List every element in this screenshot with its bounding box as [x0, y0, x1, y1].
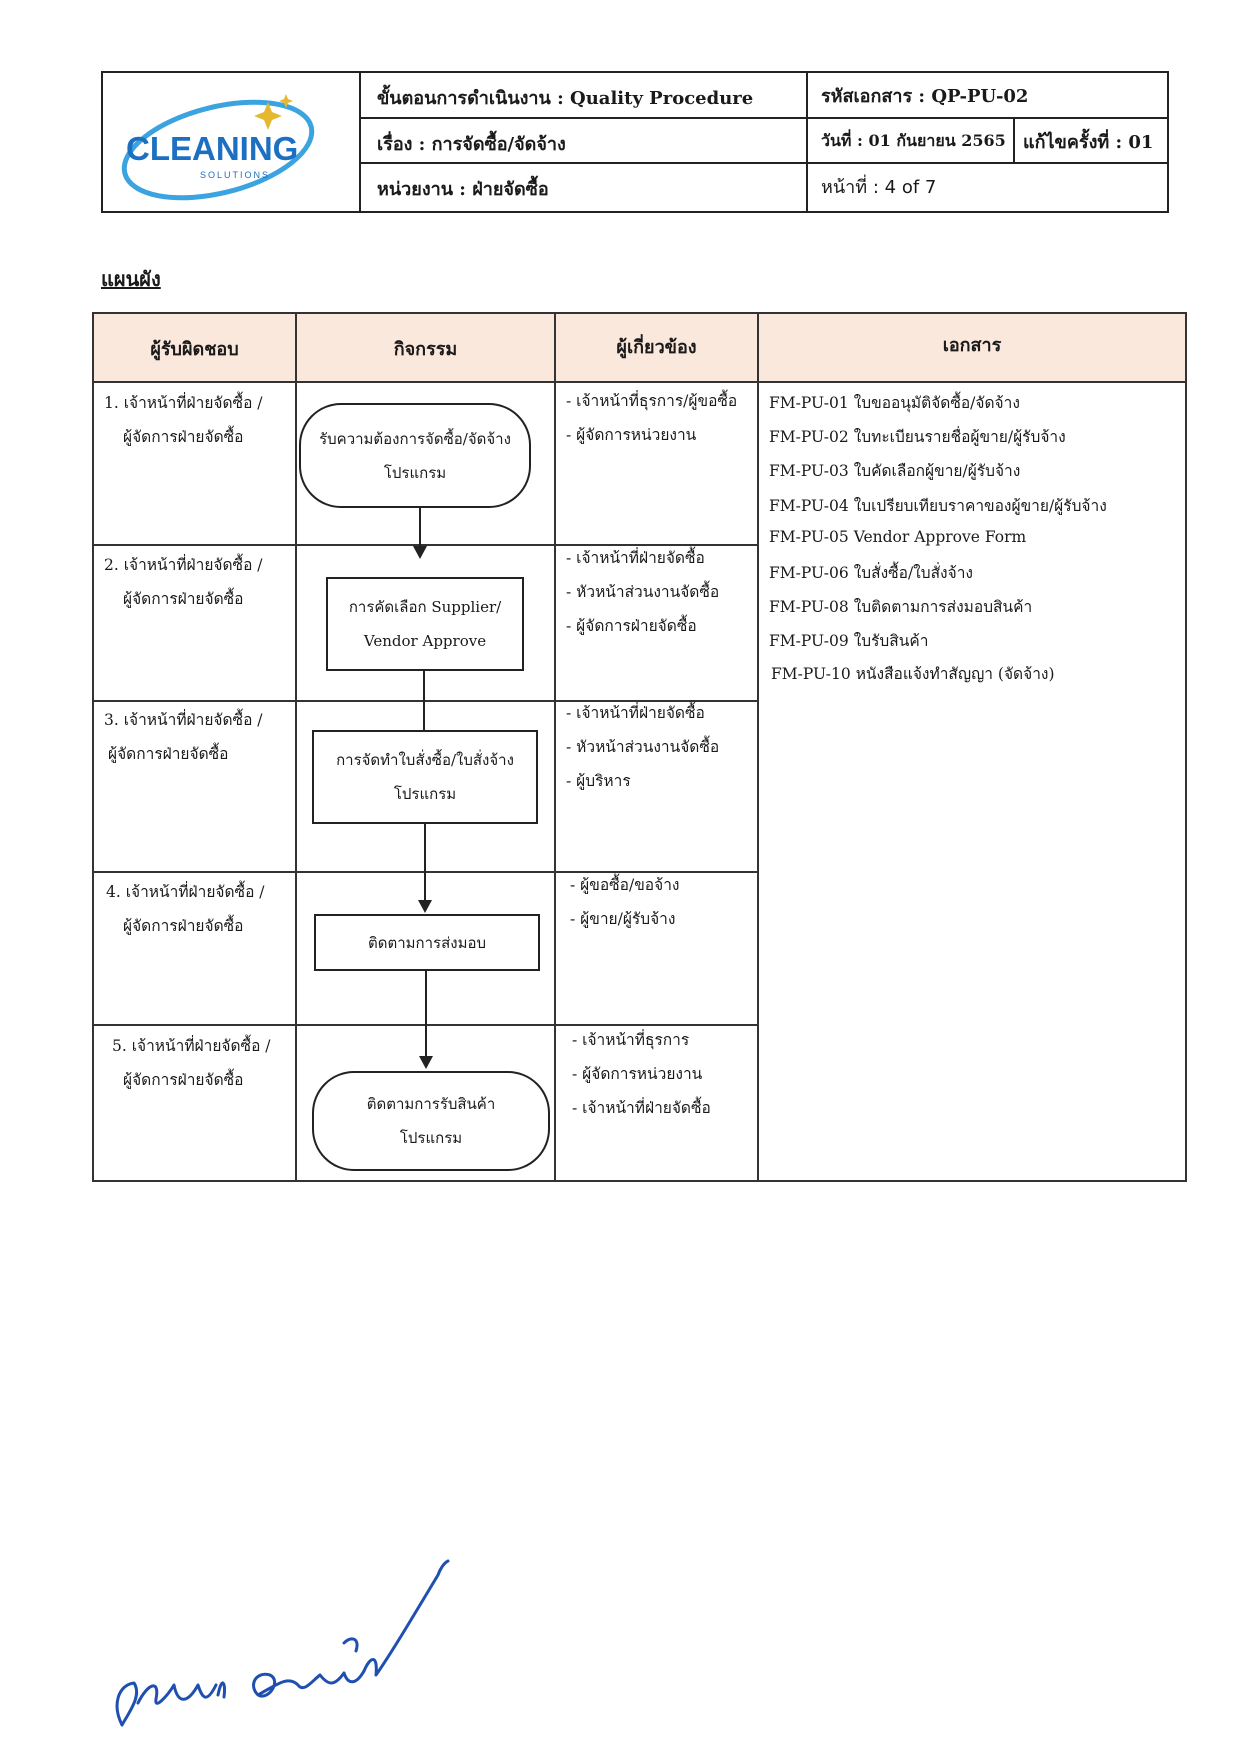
related-cell: - ผู้ขอซื้อ/ขอจ้าง - ผู้ขาย/ผู้รับจ้าง: [570, 868, 679, 936]
responsible-cell: 3. เจ้าหน้าที่ฝ่ายจัดซื้อ / ผู้จัดการฝ่า…: [104, 703, 263, 771]
column-header-responsible: ผู้รับผิดชอบ: [150, 339, 239, 360]
flowchart-table: ผู้รับผิดชอบ กิจกรรม ผู้เกี่ยวข้อง เอกสา…: [92, 302, 1187, 1182]
related-item: - ผู้จัดการฝ่ายจัดซื้อ: [566, 617, 697, 635]
responsible-line: 3. เจ้าหน้าที่ฝ่ายจัดซื้อ /: [104, 711, 263, 729]
flow-arrow-icon: [413, 546, 427, 559]
activity-line: ติดตามการรับสินค้า: [366, 1095, 496, 1113]
related-cell: - เจ้าหน้าที่ธุรการ/ผู้ขอซื้อ - ผู้จัดกา…: [566, 384, 737, 452]
column-header-documents: เอกสาร: [942, 335, 1002, 356]
related-item: - ผู้ขอซื้อ/ขอจ้าง: [570, 876, 680, 894]
related-item: - ผู้จัดการหน่วยงาน: [566, 426, 697, 444]
responsible-cell: 4. เจ้าหน้าที่ฝ่ายจัดซื้อ / ผู้จัดการฝ่า…: [106, 875, 265, 943]
document-item: FM-PU-06 ใบสั่งซื้อ/ใบสั่งจ้าง: [769, 564, 973, 582]
doc-date: วันที่ : 01 กันยายน 2565: [821, 131, 1006, 150]
company-logo: CLEANING SOLUTIONS: [118, 88, 336, 206]
related-cell: - เจ้าหน้าที่ฝ่ายจัดซื้อ - หัวหน้าส่วนงา…: [566, 696, 719, 798]
related-item: - หัวหน้าส่วนงานจัดซื้อ: [566, 583, 720, 601]
table-header-band: [94, 312, 1185, 381]
table-border: [1185, 312, 1187, 1182]
table-border: [92, 1180, 1187, 1182]
document-item: FM-PU-04 ใบเปรียบเทียบราคาของผู้ขาย/ผู้ร…: [769, 497, 1107, 515]
document-item: FM-PU-01 ใบขออนุมัติจัดซื้อ/จัดจ้าง: [769, 394, 1020, 412]
responsible-line: ผู้จัดการฝ่ายจัดซื้อ: [108, 745, 229, 763]
responsible-cell: 5. เจ้าหน้าที่ฝ่ายจัดซื้อ / ผู้จัดการฝ่า…: [112, 1029, 271, 1097]
activity-line: ติดตามการส่งมอบ: [368, 933, 486, 952]
responsible-line: ผู้จัดการฝ่ายจัดซื้อ: [123, 1071, 244, 1089]
activity-process-box: การคัดเลือก Supplier/ Vendor Approve: [326, 577, 524, 671]
header-divider: [359, 117, 1167, 119]
row-divider: [92, 700, 759, 702]
document-header: ขั้นตอนการดำเนินงาน : Quality Procedure …: [101, 71, 1169, 213]
activity-line: โปรแกรม: [383, 463, 447, 482]
document-item: FM-PU-08 ใบติดตามการส่งมอบสินค้า: [769, 598, 1033, 616]
procedure-title: ขั้นตอนการดำเนินงาน : Quality Procedure: [377, 88, 754, 109]
related-cell: - เจ้าหน้าที่ฝ่ายจัดซื้อ - หัวหน้าส่วนงา…: [566, 541, 719, 643]
related-item: - ผู้จัดการหน่วยงาน: [572, 1065, 703, 1083]
page-number: หน้าที่ : 4 of 7: [821, 177, 937, 198]
document-item: FM-PU-09 ใบรับสินค้า: [769, 632, 929, 650]
flow-arrow-icon: [418, 900, 432, 913]
department-label: หน่วยงาน : ฝ่ายจัดซื้อ: [377, 179, 549, 200]
activity-line: Vendor Approve: [363, 632, 487, 650]
related-item: - เจ้าหน้าที่ฝ่ายจัดซื้อ: [566, 704, 705, 722]
activity-process-box: การจัดทำใบสั่งซื้อ/ใบสั่งจ้าง โปรแกรม: [312, 730, 538, 824]
activity-line: รับความต้องการจัดซื้อ/จัดจ้าง: [319, 429, 511, 448]
column-header-activity: กิจกรรม: [393, 339, 458, 360]
activity-line: โปรแกรม: [393, 785, 457, 803]
document-item: FM-PU-03 ใบคัดเลือกผู้ขาย/ผู้รับจ้าง: [769, 462, 1021, 480]
document-item: FM-PU-05 Vendor Approve Form: [769, 528, 1027, 546]
related-item: - ผู้บริหาร: [566, 772, 631, 790]
document-item: FM-PU-02 ใบทะเบียนรายชื่อผู้ขาย/ผู้รับจ้…: [769, 428, 1066, 446]
responsible-line: ผู้จัดการฝ่ายจัดซื้อ: [123, 917, 244, 935]
flow-arrow-icon: [419, 1056, 433, 1069]
responsible-line: 1. เจ้าหน้าที่ฝ่ายจัดซื้อ /: [104, 394, 263, 412]
activity-end-terminal: ติดตามการรับสินค้า โปรแกรม: [312, 1071, 550, 1171]
responsible-line: ผู้จัดการฝ่ายจัดซื้อ: [123, 590, 244, 608]
related-item: - เจ้าหน้าที่ฝ่ายจัดซื้อ: [572, 1099, 711, 1117]
activity-line: การคัดเลือก Supplier/: [348, 598, 502, 616]
header-divider: [359, 162, 1167, 164]
activity-line: การจัดทำใบสั่งซื้อ/ใบสั่งจ้าง: [336, 751, 514, 769]
related-item: - ผู้ขาย/ผู้รับจ้าง: [570, 910, 676, 928]
handwritten-signature: [108, 1535, 468, 1735]
flow-connector: [423, 667, 425, 734]
table-border: [757, 312, 759, 1182]
table-border: [92, 381, 1187, 383]
responsible-line: 4. เจ้าหน้าที่ฝ่ายจัดซื้อ /: [106, 883, 265, 901]
table-border: [295, 312, 297, 1182]
related-cell: - เจ้าหน้าที่ธุรการ - ผู้จัดการหน่วยงาน …: [572, 1023, 711, 1125]
activity-start-terminal: รับความต้องการจัดซื้อ/จัดจ้าง โปรแกรม: [299, 403, 531, 508]
logo-text: CLEANING: [126, 130, 298, 167]
responsible-cell: 2. เจ้าหน้าที่ฝ่ายจัดซื้อ / ผู้จัดการฝ่า…: [104, 548, 263, 616]
column-header-related: ผู้เกี่ยวข้อง: [616, 337, 697, 358]
table-border: [92, 312, 1187, 314]
doc-code: รหัสเอกสาร : QP-PU-02: [821, 86, 1029, 107]
section-title: แผนผัง: [101, 267, 161, 291]
header-divider: [359, 73, 361, 211]
row-divider: [92, 544, 759, 546]
activity-process-box: ติดตามการส่งมอบ: [314, 914, 540, 971]
table-border: [554, 312, 556, 1182]
responsible-line: ผู้จัดการฝ่ายจัดซื้อ: [123, 428, 244, 446]
subject-title: เรื่อง : การจัดซื้อ/จัดจ้าง: [377, 134, 566, 155]
revision-number: แก้ไขครั้งที่ : 01: [1023, 132, 1154, 153]
responsible-cell: 1. เจ้าหน้าที่ฝ่ายจัดซื้อ / ผู้จัดการฝ่า…: [104, 386, 263, 454]
logo-subtext: SOLUTIONS: [200, 170, 270, 180]
document-item: FM-PU-10 หนังสือแจ้งทำสัญญา (จัดจ้าง): [771, 665, 1055, 683]
related-item: - เจ้าหน้าที่ธุรการ: [572, 1031, 690, 1049]
related-item: - เจ้าหน้าที่ธุรการ/ผู้ขอซื้อ: [566, 392, 738, 410]
responsible-line: 2. เจ้าหน้าที่ฝ่ายจัดซื้อ /: [104, 556, 263, 574]
header-divider: [806, 73, 808, 211]
related-item: - เจ้าหน้าที่ฝ่ายจัดซื้อ: [566, 549, 705, 567]
responsible-line: 5. เจ้าหน้าที่ฝ่ายจัดซื้อ /: [112, 1037, 271, 1055]
activity-line: โปรแกรม: [399, 1129, 463, 1147]
flow-connector: [424, 820, 426, 904]
table-border: [92, 312, 94, 1182]
flow-connector: [425, 968, 427, 1060]
related-item: - หัวหน้าส่วนงานจัดซื้อ: [566, 738, 720, 756]
header-divider: [1013, 117, 1015, 163]
